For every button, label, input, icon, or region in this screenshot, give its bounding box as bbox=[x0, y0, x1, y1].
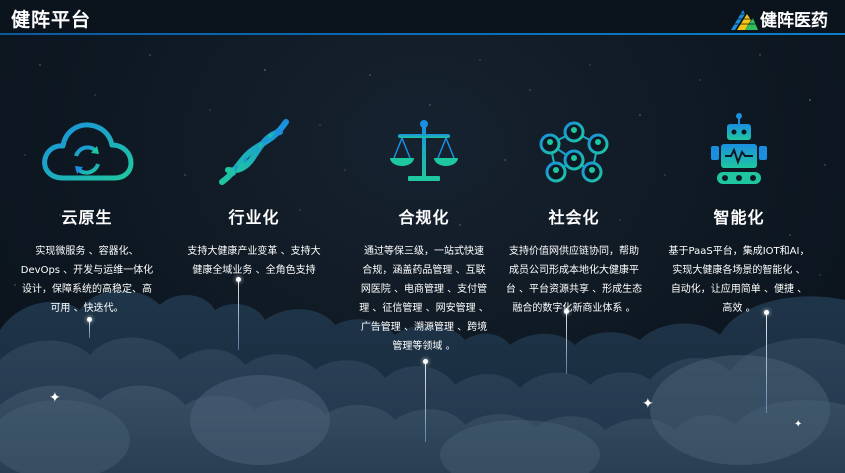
sparkle-icon: ✦ bbox=[642, 396, 654, 412]
dna-icon bbox=[219, 119, 289, 185]
decorative-pin-dot bbox=[764, 310, 769, 315]
decorative-pin-line bbox=[89, 320, 90, 338]
cloud-sync-icon bbox=[42, 122, 134, 181]
feature-description: 实现微服务 、容器化、 DevOps 、开发与运维一体化 设计，保障系统的高稳定… bbox=[20, 246, 154, 314]
sparkle-icon: ✦ bbox=[794, 419, 803, 430]
feature-card-cloud-native: 云原生 实现微服务 、容器化、 DevOps 、开发与运维一体化 设计，保障系统… bbox=[12, 112, 162, 318]
brand-logo: 健阵医药 bbox=[729, 4, 841, 32]
decorative-pin-dot bbox=[87, 317, 92, 322]
feature-card-social: 社会化 支持价值网供应链协同，帮助 成员公司形成本地化大健康平 台 、平台资源共… bbox=[499, 112, 649, 318]
feature-card-compliance: 合规化 通过等保三级，一站式快速 合规，涵盖药品管理 、互联 网医院 、电商管理… bbox=[349, 112, 499, 356]
feature-name: 智能化 bbox=[713, 208, 765, 227]
feature-card-industry: 行业化 支持大健康产业变革 、支持大 健康全域业务 、全角色支持 bbox=[179, 112, 329, 280]
logo-mark-icon bbox=[731, 10, 758, 30]
sparkle-icon: ✦ bbox=[49, 390, 61, 406]
logo-text: 健阵医药 bbox=[760, 11, 828, 31]
decorative-pin-dot bbox=[564, 309, 569, 314]
feature-description: 支持价值网供应链协同，帮助 成员公司形成本地化大健康平 台 、平台资源共享 、形… bbox=[505, 246, 643, 314]
network-people-icon bbox=[539, 121, 609, 183]
decorative-pin-line bbox=[425, 362, 426, 442]
feature-name: 云原生 bbox=[61, 208, 113, 227]
page-title: 健阵平台 bbox=[11, 9, 92, 31]
feature-name: 行业化 bbox=[228, 208, 280, 227]
feature-card-intelligent: 智能化 基于PaaS平台，集成IOT和AI， 实现大健康各场景的智能化 、 自动… bbox=[664, 112, 814, 318]
feature-name: 合规化 bbox=[398, 208, 450, 227]
decorative-pin-dot bbox=[423, 359, 428, 364]
header-divider bbox=[0, 33, 845, 35]
starfield-background bbox=[14, 54, 826, 286]
decorative-pin-dot bbox=[236, 277, 241, 282]
scale-icon bbox=[390, 120, 458, 181]
feature-description: 基于PaaS平台，集成IOT和AI， 实现大健康各场景的智能化 、 自动化，让应… bbox=[668, 246, 810, 314]
decorative-pin-line bbox=[238, 280, 239, 350]
decorative-pin-line bbox=[566, 312, 567, 374]
decorative-pin-line bbox=[766, 313, 767, 413]
feature-description: 通过等保三级，一站式快速 合规，涵盖药品管理 、互联 网医院 、电商管理 、支付… bbox=[359, 246, 489, 352]
feature-description: 支持大健康产业变革 、支持大 健康全域业务 、全角色支持 bbox=[187, 246, 321, 276]
feature-name: 社会化 bbox=[548, 208, 600, 227]
robot-icon bbox=[711, 113, 767, 184]
header-bar bbox=[0, 0, 845, 34]
